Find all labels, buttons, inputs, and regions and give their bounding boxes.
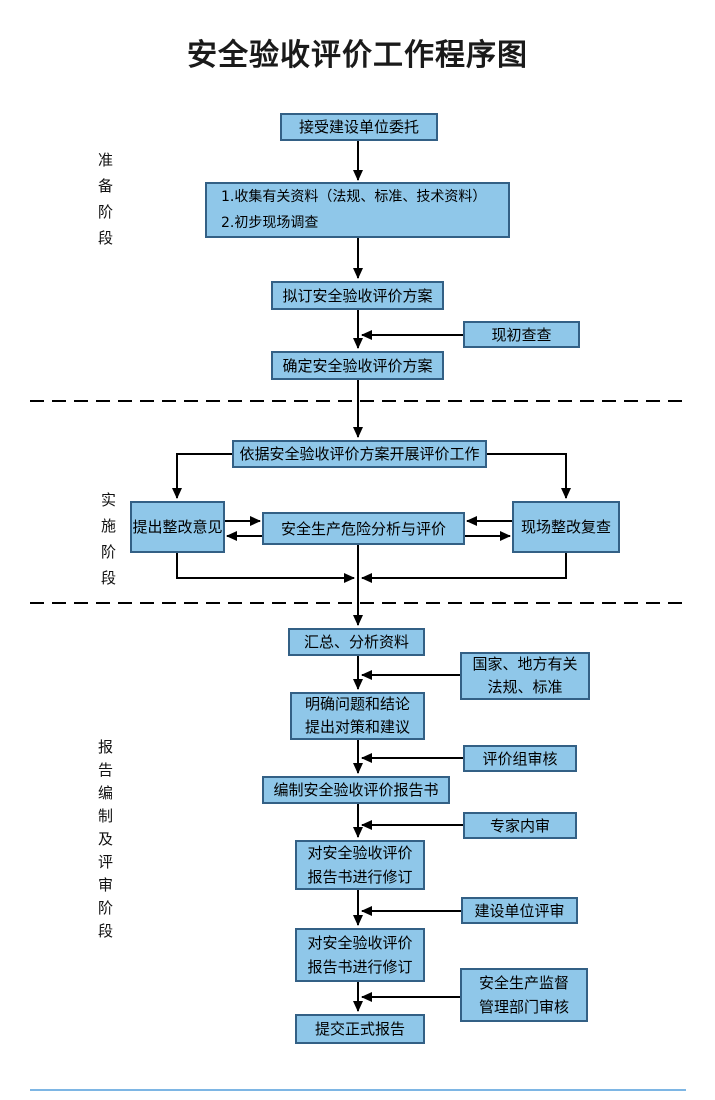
node-hazard-analysis: 安全生产危险分析与评价 [262, 512, 465, 545]
node-supervision-line1: 安全生产监督 [478, 974, 569, 992]
side-box-connectors [361, 330, 463, 1002]
node-supervision-line2: 管理部门审核 [478, 998, 569, 1016]
node-accept-commission: 接受建设单位委托 [280, 113, 438, 141]
phase-label-implementation: 实施阶段 [100, 491, 116, 587]
node-revise2-line1: 对安全验收评价 [307, 934, 413, 952]
node-initial-check: 现初查查 [463, 321, 580, 348]
phase-label-preparation: 准备阶段 [97, 151, 113, 247]
node-revise1-line1: 对安全验收评价 [307, 844, 413, 862]
node-propose-rectification: 提出整改意见 [130, 501, 225, 553]
node-clarify-line2: 提出对策和建议 [304, 718, 410, 736]
implementation-loop-connectors [172, 453, 571, 583]
node-confirm-plan: 确定安全验收评价方案 [271, 351, 444, 380]
node-supervision-review: 安全生产监督 管理部门审核 [460, 968, 588, 1022]
node-compile-report: 编制安全验收评价报告书 [262, 776, 450, 804]
node-revise-report-2: 对安全验收评价 报告书进行修订 [295, 928, 425, 982]
node-onsite-recheck: 现场整改复查 [512, 501, 620, 553]
node-laws-line2: 法规、标准 [487, 678, 563, 696]
node-laws-line1: 国家、地方有关 [472, 655, 578, 673]
node-revise1-line2: 报告书进行修订 [307, 868, 413, 886]
page-title: 安全验收评价工作程序图 [187, 38, 528, 73]
node-clarify-line1: 明确问题和结论 [304, 695, 410, 713]
node-collect-line2: 2.初步现场调查 [221, 215, 319, 231]
node-clarify-problems: 明确问题和结论 提出对策和建议 [290, 692, 425, 740]
node-revise-report-1: 对安全验收评价 报告书进行修订 [295, 840, 425, 890]
node-conduct-evaluation: 依据安全验收评价方案开展评价工作 [232, 440, 487, 468]
node-draft-plan: 拟订安全验收评价方案 [271, 281, 444, 310]
node-expert-internal-review: 专家内审 [463, 812, 577, 839]
node-collect-materials: 1.收集有关资料（法规、标准、技术资料） 2.初步现场调查 [205, 182, 510, 238]
node-eval-group-review: 评价组审核 [463, 745, 577, 772]
node-summarize-analyze: 汇总、分析资料 [288, 628, 425, 656]
node-submit-report: 提交正式报告 [295, 1014, 425, 1044]
node-laws-standards: 国家、地方有关 法规、标准 [460, 652, 590, 700]
phase-label-report-review: 报告编制及评审阶段 [97, 738, 113, 940]
node-collect-line1: 1.收集有关资料（法规、标准、技术资料） [221, 189, 487, 205]
node-revise2-line2: 报告书进行修订 [307, 958, 413, 976]
node-construction-unit-review: 建设单位评审 [461, 897, 578, 924]
page-footer-border [30, 1089, 686, 1091]
